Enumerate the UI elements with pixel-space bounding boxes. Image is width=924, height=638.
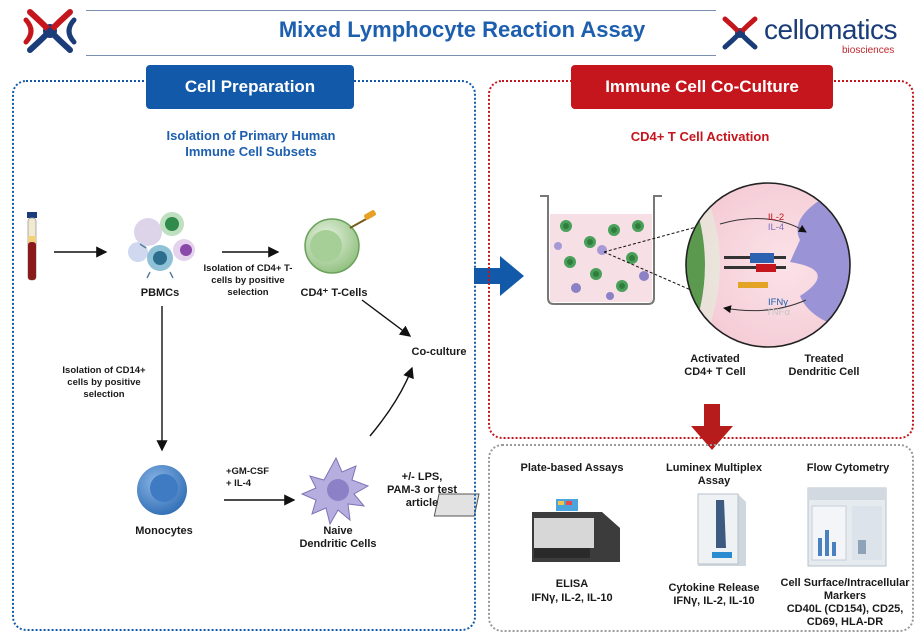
blood-tube-icon [27,212,37,281]
elisa-targets: IFNγ, IL-2, IL-10 [531,592,613,604]
luminex-targets: IFNγ, IL-2, IL-10 [673,595,755,607]
cd14-isolation-label: Isolation of CD14+ cells by positive sel… [62,365,146,400]
pbmcs-label: PBMCs [140,287,180,299]
cytokine-release-label: Cytokine Release [668,582,760,594]
plate-reader-icon [433,493,620,562]
isolation-subtitle: Isolation of Primary Human Immune Cell S… [166,128,336,159]
title-rule-bottom [86,55,716,56]
monocyte-icon [137,465,187,515]
monocytes-label: Monocytes [135,525,193,537]
ifng-label: IFNγ [767,297,789,308]
luminex-instrument-icon [697,493,746,566]
coculture-label: Co-culture [411,346,467,358]
naive-dendritic-cell-icon [300,456,370,526]
activated-t-cell-label: Activated CD4+ T Cell [684,353,746,378]
flow-targets: CD40L (CD154), CD25, CD69, HLA-DR [786,603,904,628]
page-title: Mixed Lymphocyte Reaction Assay [278,17,646,42]
pbmc-cluster-icon [128,212,195,279]
luminex-title: Luminex Multiplex Assay [666,462,762,487]
brand-logo-icon [722,16,758,50]
brand-name: cellomatics [764,14,897,45]
treated-dc-label: Treated Dendritic Cell [788,353,860,378]
stimulus-label: +/- LPS, PAM-3 or test article [386,471,458,509]
il2-label: IL-2 [767,212,785,223]
transfer-arrow [474,256,524,296]
readout-panel [488,444,914,632]
title-rule-top [86,10,716,11]
plate-assays-title: Plate-based Assays [520,462,624,474]
naive-dc-label: Naive Dendritic Cells [299,525,377,550]
cell-preparation-title: Cell Preparation [146,65,354,109]
flow-cytometry-title: Flow Cytometry [806,462,890,474]
readout-arrow [691,404,733,450]
tnfa-label: TNFα [766,307,790,318]
activation-subtitle: CD4+ T Cell Activation [630,129,770,144]
flow-cytometer-icon [807,487,887,567]
cd4-t-cells-label: CD4⁺ T-Cells [300,287,368,299]
brand-sub: biosciences [842,45,895,56]
culture-well-icon [540,195,662,305]
elisa-label: ELISA [555,578,589,590]
flow-markers-label: Cell Surface/Intracellular Markers [780,577,910,602]
co-culture-title: Immune Cell Co-Culture [571,65,833,109]
left-logo-icon [23,9,77,53]
cytokine-label: +GM-CSF + IL-4 [226,466,270,489]
cd4-isolation-label: Isolation of CD4+ T- cells by positive s… [203,263,293,298]
il4-label: IL-4 [767,222,785,233]
cd4-t-cell-icon [304,210,376,274]
